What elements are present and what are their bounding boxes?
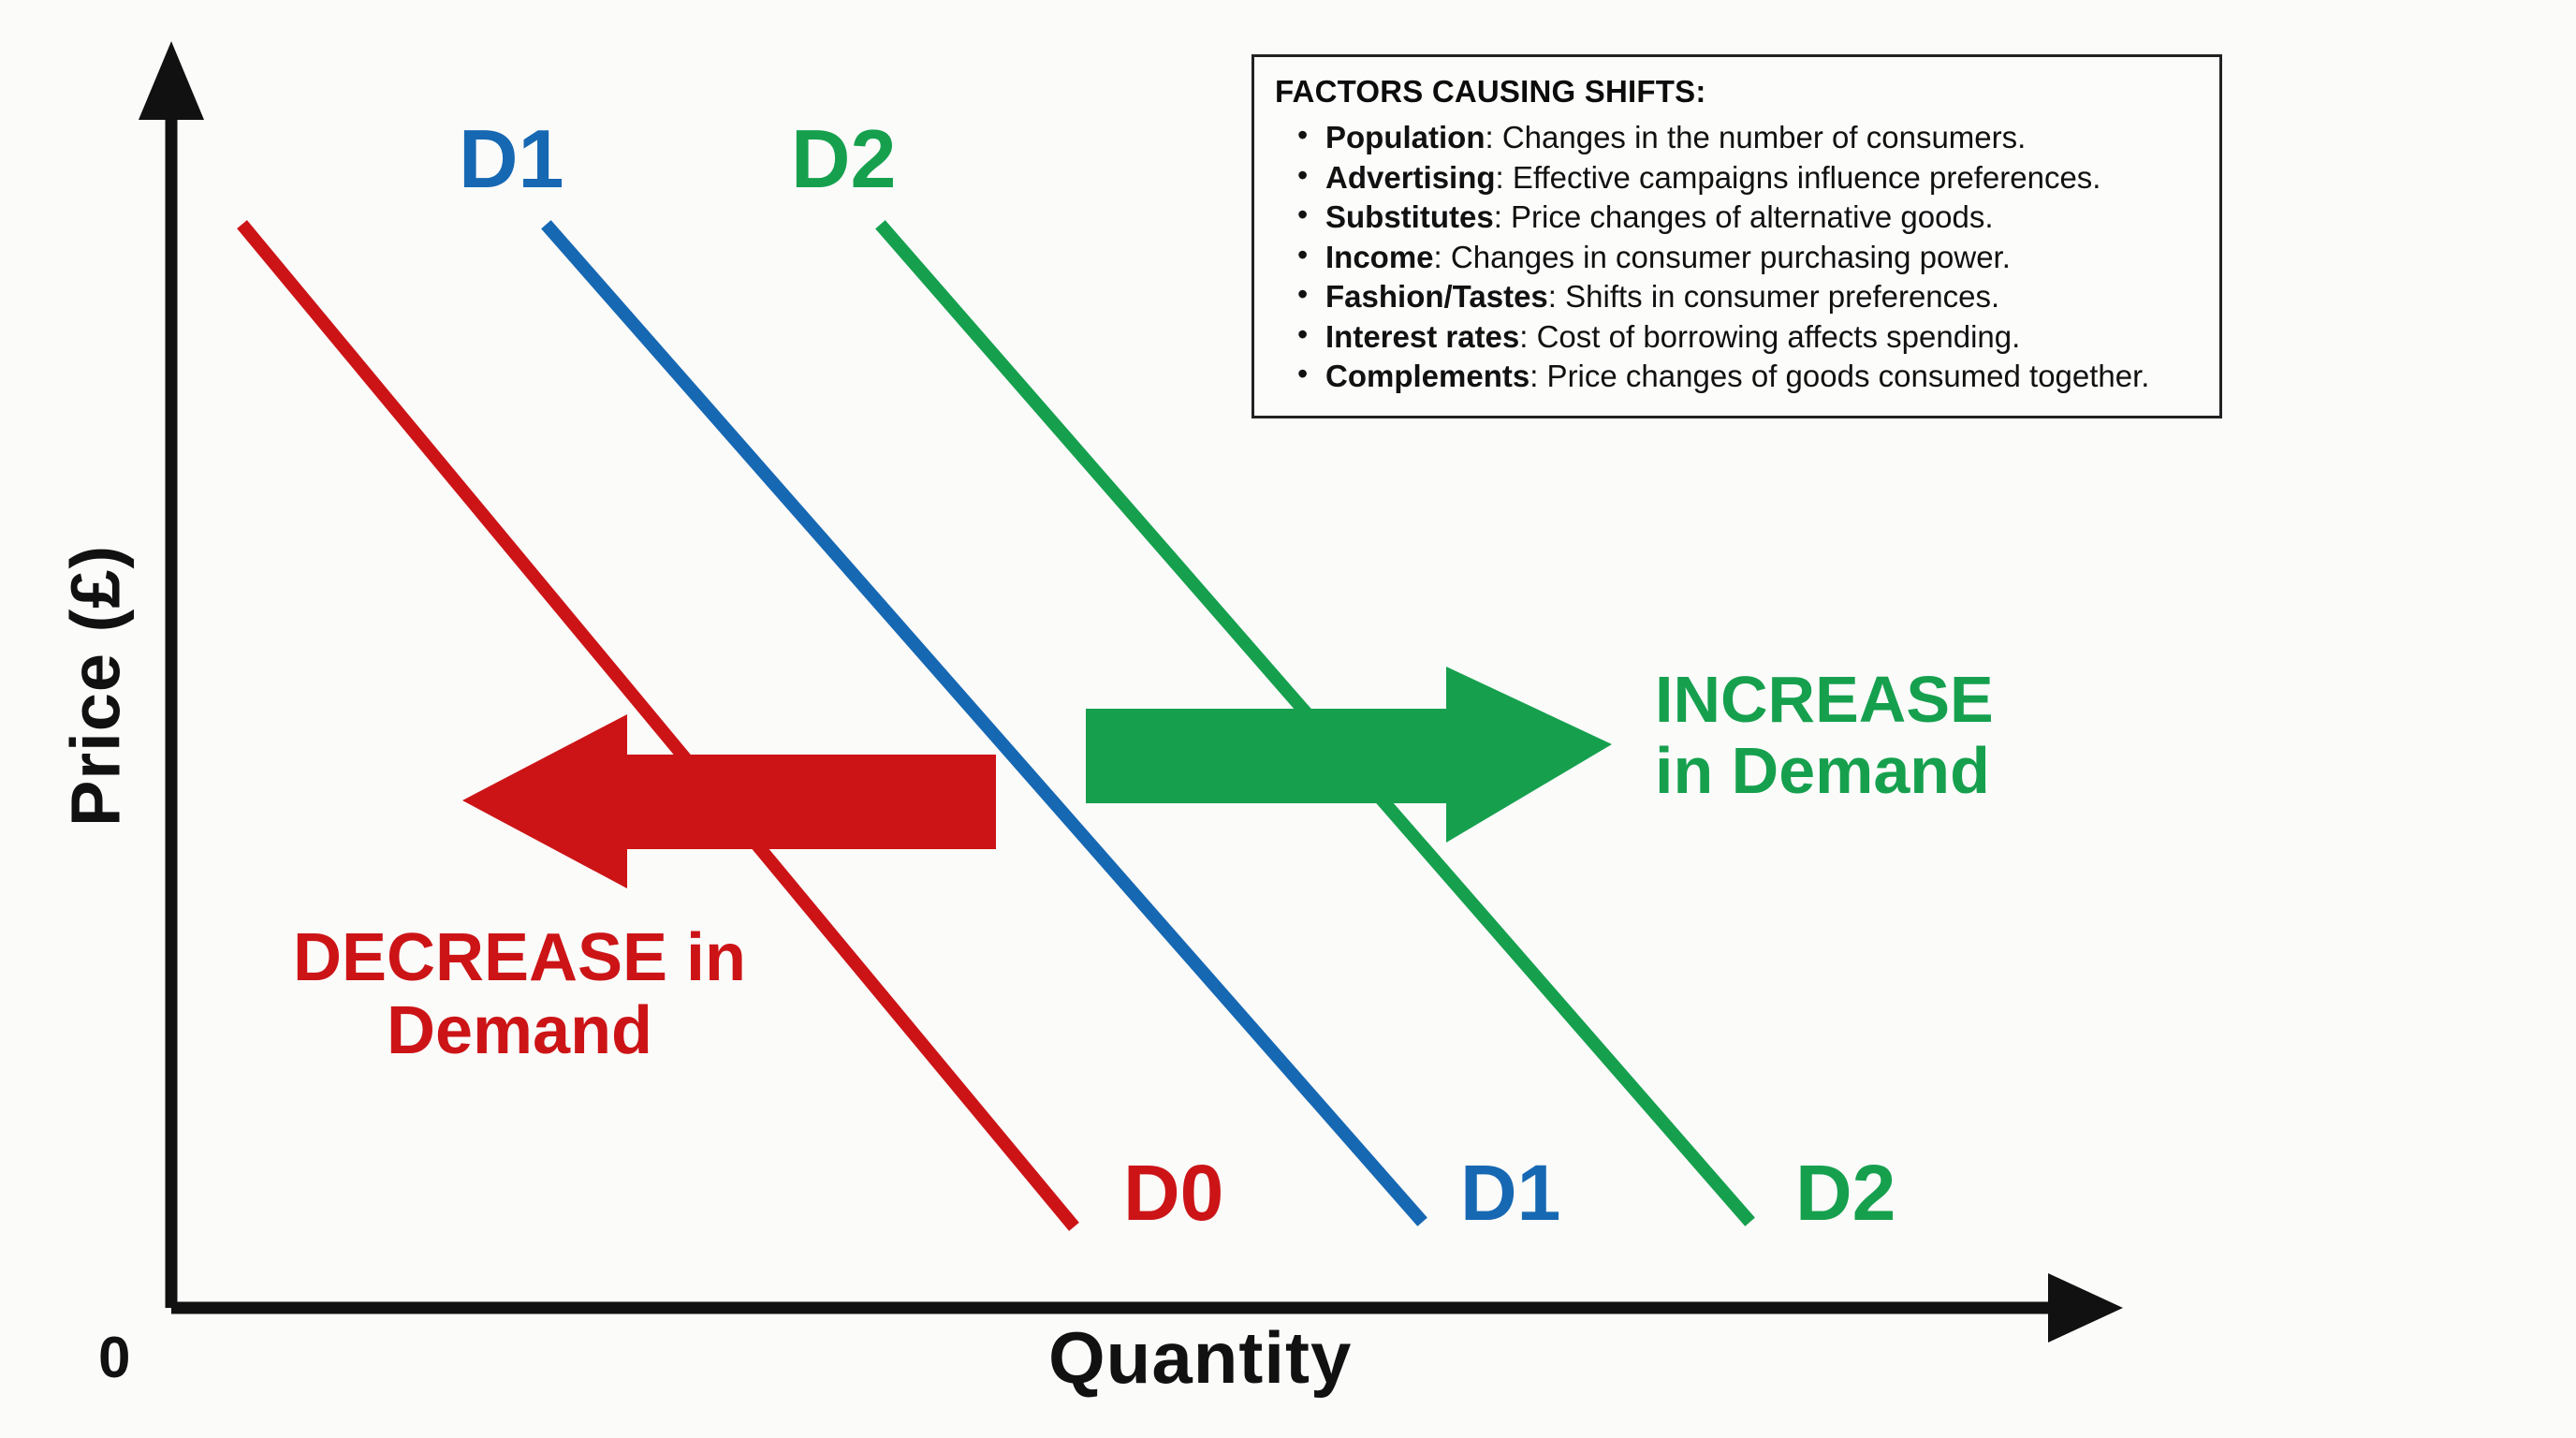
bullet-icon: • [1297, 357, 1309, 391]
factor-term: Substitutes [1325, 199, 1494, 235]
curve-label-d1-top: D1 [459, 112, 564, 205]
factor-term: Interest rates [1325, 318, 1520, 354]
y-axis-title: Price (£) [56, 544, 135, 828]
bullet-icon: • [1297, 157, 1309, 192]
factors-list: • Population: Changes in the number of co… [1275, 118, 2199, 397]
curve-label-d0-bottom: D0 [1123, 1149, 1224, 1237]
factors-causing-shifts-box: FACTORS CAUSING SHIFTS: •Population: Cha… [1251, 54, 2222, 418]
increase-line-2: in Demand [1655, 733, 1990, 807]
curve-label-d1-bottom: D1 [1460, 1149, 1561, 1237]
decrease-arrow-icon [462, 714, 996, 888]
factor-item: • Complements: Price changes of goods con… [1297, 357, 2199, 397]
x-axis-arrowhead [2048, 1273, 2123, 1343]
origin-label: 0 [98, 1326, 131, 1390]
increase-in-demand-label: INCREASE in Demand [1655, 663, 2142, 807]
x-axis-title: Quantity [1048, 1316, 1353, 1399]
factor-item: • Fashion/Tastes: Shifts in consumer pref… [1297, 277, 2199, 317]
factor-term: Income [1325, 239, 1434, 274]
increase-line-1: INCREASE [1655, 663, 1994, 736]
factor-item: • Income: Changes in consumer purchasing … [1297, 238, 2199, 278]
factor-description: : Cost of borrowing affects spending. [1519, 318, 2021, 354]
factor-item: • Substitutes: Price changes of alternati… [1297, 198, 2199, 238]
curve-label-d2-top: D2 [791, 112, 897, 205]
increase-arrow-icon [1086, 667, 1612, 843]
bullet-icon: • [1297, 316, 1309, 351]
bullet-icon: • [1297, 277, 1309, 312]
y-axis-arrowhead [139, 41, 204, 120]
x-axis [171, 1273, 2123, 1343]
factor-term: Population [1325, 120, 1486, 154]
decrease-in-demand-label: DECREASE in Demand [229, 920, 810, 1068]
factor-term: Advertising [1325, 159, 1496, 195]
demand-curve-d0 [237, 220, 1079, 1231]
decrease-line-1: DECREASE in [292, 920, 747, 995]
y-axis [139, 41, 204, 1308]
factor-term: Fashion/Tastes [1325, 279, 1548, 315]
factor-description: : Changes in the number of consumers. [1485, 120, 2027, 154]
curve-label-d2-bottom: D2 [1795, 1149, 1896, 1237]
factor-description: : Price changes of goods consumed togeth… [1530, 359, 2150, 394]
factor-item: • Interest rates: Cost of borrowing affec… [1297, 317, 2199, 358]
demand-curve-d1 [541, 220, 1427, 1226]
factor-description: : Effective campaigns influence preferen… [1495, 159, 2101, 195]
factors-title: FACTORS CAUSING SHIFTS: [1275, 74, 1706, 109]
decrease-line-2: Demand [386, 992, 653, 1068]
bullet-icon: • [1297, 118, 1309, 152]
factor-description: : Changes in consumer purchasing power. [1433, 239, 2011, 274]
factor-description: : Price changes of alternative goods. [1493, 199, 1994, 235]
bullet-icon: • [1297, 237, 1309, 271]
bullet-icon: • [1297, 198, 1309, 232]
factor-item: • Population: Changes in the number of co… [1297, 118, 2199, 158]
factor-description: : Shifts in consumer preferences. [1547, 279, 2000, 315]
factor-term: Complements [1325, 359, 1530, 394]
factor-item: • Advertising: Effective campaigns influe… [1297, 158, 2199, 198]
